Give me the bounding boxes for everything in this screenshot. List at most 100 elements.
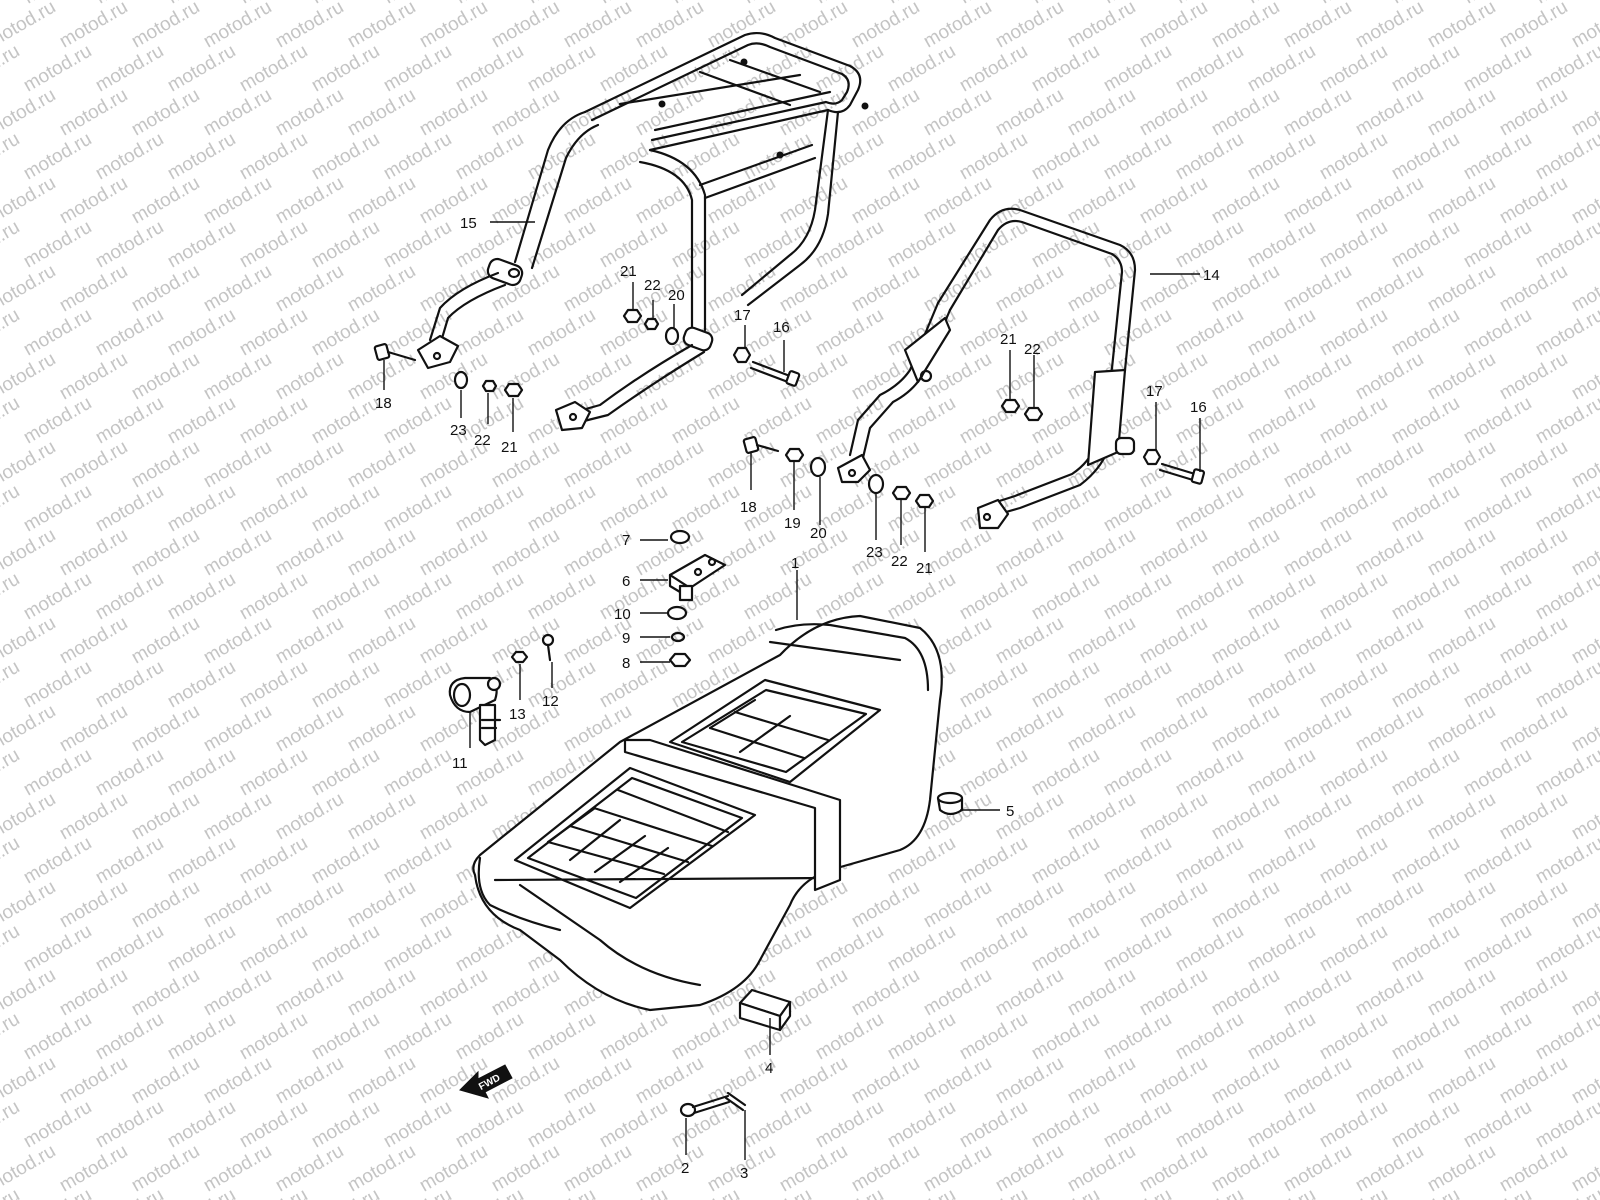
watermark-text: motod.ru [668, 1185, 743, 1200]
watermark-text: motod.ru [488, 0, 563, 52]
watermark-text: motod.ru [344, 1053, 419, 1109]
watermark-text: motod.ru [560, 1053, 635, 1109]
watermark-text: motod.ru [1352, 789, 1427, 845]
watermark-text: motod.ru [20, 129, 95, 185]
watermark-text: motod.ru [848, 1053, 923, 1109]
watermark-text: motod.ru [416, 789, 491, 845]
watermark-text: motod.ru [1028, 1009, 1103, 1065]
watermark-text: motod.ru [1388, 41, 1463, 97]
watermark-text: motod.ru [92, 569, 167, 625]
hinge-pin [679, 1094, 731, 1118]
watermark-text: motod.ru [1424, 173, 1499, 229]
watermark-text: motod.ru [776, 261, 851, 317]
watermark-text: motod.ru [56, 0, 131, 52]
watermark-text: motod.ru [1496, 437, 1571, 493]
watermark-text: motod.ru [1244, 1097, 1319, 1153]
watermark-text: motod.ru [1352, 437, 1427, 493]
watermark-text: motod.ru [1424, 1053, 1499, 1109]
watermark-text: motod.ru [1244, 129, 1319, 185]
watermark-text: motod.ru [164, 657, 239, 713]
watermark-text: motod.ru [920, 965, 995, 1021]
watermark-text: motod.ru [1316, 1185, 1391, 1200]
watermark-text: motod.ru [20, 921, 95, 977]
watermark-text: motod.ru [380, 481, 455, 537]
watermark-text: motod.ru [1460, 129, 1535, 185]
watermark-text: motod.ru [956, 217, 1031, 273]
watermark-text: motod.ru [1028, 745, 1103, 801]
seat [472, 614, 943, 1012]
cotter-pin [724, 1091, 747, 1112]
watermark-text: motod.ru [704, 85, 779, 141]
watermark-text: motod.ru [1172, 1097, 1247, 1153]
watermark-text: motod.ru [524, 305, 599, 361]
watermark-text: motod.ru [1064, 1053, 1139, 1109]
watermark-text: motod.ru [1388, 481, 1463, 537]
watermark-text: motod.ru [164, 833, 239, 889]
watermark-text: motod.ru [272, 0, 347, 52]
watermark-text: motod.ru [1064, 701, 1139, 757]
watermark-text: motod.ru [812, 305, 887, 361]
watermark-text: motod.ru [596, 1185, 671, 1200]
watermark-text: motod.ru [92, 657, 167, 713]
watermark-text: motod.ru [812, 129, 887, 185]
watermark-text: motod.ru [308, 745, 383, 801]
watermark-text: motod.ru [1460, 41, 1535, 97]
watermark-text: motod.ru [740, 1097, 815, 1153]
watermark-text: motod.ru [56, 85, 131, 141]
callout-16: 16 [773, 319, 790, 336]
watermark-text: motod.ru [344, 877, 419, 933]
callout-22: 22 [474, 432, 491, 449]
watermark-text: motod.ru [1208, 437, 1283, 493]
watermark-text: motod.ru [1136, 965, 1211, 1021]
watermark-text: motod.ru [56, 1141, 131, 1197]
watermark-text: motod.ru [128, 613, 203, 669]
callout-9: 9 [622, 630, 630, 647]
washer-23b [867, 473, 885, 495]
watermark-text: motod.ru [236, 1009, 311, 1065]
watermark-text: motod.ru [452, 305, 527, 361]
watermark-text: motod.ru [1424, 965, 1499, 1021]
watermark-text: motod.ru [344, 1141, 419, 1197]
watermark-text: motod.ru [596, 393, 671, 449]
watermark-text: motod.ru [236, 217, 311, 273]
watermark-text: motod.ru [308, 657, 383, 713]
watermark-text: motod.ru [1532, 745, 1600, 801]
watermark-text: motod.ru [236, 1185, 311, 1200]
watermark-text: motod.ru [1424, 701, 1499, 757]
watermark-text: motod.ru [812, 1097, 887, 1153]
watermark-text: motod.ru [1136, 0, 1211, 52]
watermark-text: motod.ru [1244, 41, 1319, 97]
watermark-text: motod.ru [1136, 85, 1211, 141]
watermark-text: motod.ru [20, 657, 95, 713]
watermark-text: motod.ru [1064, 173, 1139, 229]
watermark-text: motod.ru [848, 0, 923, 52]
watermark-text: motod.ru [1424, 437, 1499, 493]
watermark-text: motod.ru [1208, 525, 1283, 581]
watermark-text: motod.ru [956, 1009, 1031, 1065]
watermark-text: motod.ru [200, 1053, 275, 1109]
watermark-text: motod.ru [1100, 41, 1175, 97]
rubber-cushion [936, 791, 964, 816]
watermark-text: motod.ru [20, 41, 95, 97]
watermark-text: motod.ru [164, 393, 239, 449]
watermark-text: motod.ru [92, 305, 167, 361]
watermark-text: motod.ru [1136, 701, 1211, 757]
watermark-text: motod.ru [56, 965, 131, 1021]
watermark-text: motod.ru [1424, 0, 1499, 52]
watermark-text: motod.ru [1388, 129, 1463, 185]
watermark-text: motod.ru [884, 921, 959, 977]
watermark-text: motod.ru [20, 745, 95, 801]
watermark-text: motod.ru [416, 261, 491, 317]
watermark-text: motod.ru [200, 789, 275, 845]
watermark-text: motod.ru [1388, 1097, 1463, 1153]
watermark-text: motod.ru [0, 833, 23, 889]
watermark-text: motod.ru [920, 877, 995, 933]
watermark-text: motod.ru [200, 877, 275, 933]
watermark-text: motod.ru [956, 921, 1031, 977]
watermark-text: motod.ru [272, 85, 347, 141]
watermark-text: motod.ru [1028, 129, 1103, 185]
watermark-text: motod.ru [1496, 965, 1571, 1021]
watermark-text: motod.ru [1388, 1009, 1463, 1065]
watermark-text: motod.ru [1316, 481, 1391, 537]
watermark-text: motod.ru [1064, 965, 1139, 1021]
